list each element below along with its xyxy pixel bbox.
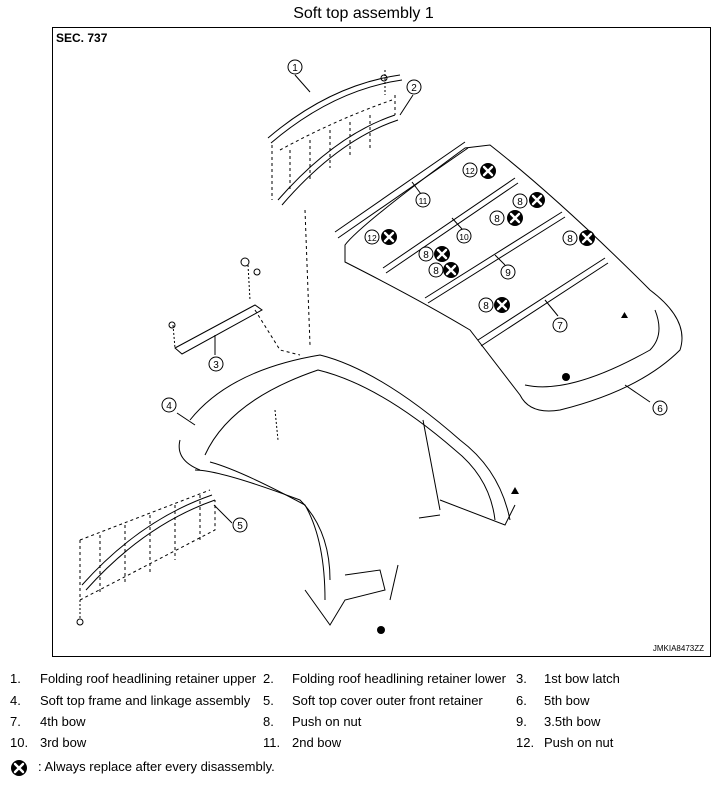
circle-x-icon: [11, 760, 27, 776]
legend-text: 5th bow: [544, 693, 590, 708]
parts-legend: 1. Folding roof headlining retainer uppe…: [0, 671, 727, 781]
circle-x-icon: [577, 228, 597, 248]
callout-11: [415, 192, 431, 208]
legend-text: Push on nut: [544, 735, 614, 750]
legend-text: 4th bow: [40, 714, 86, 729]
callout-label-11: 11: [419, 196, 428, 206]
legend-num: 7.: [10, 714, 21, 729]
callout-label-3: 3: [213, 360, 219, 371]
exploded-view-drawing: 1 2 3 4 5 6 7 8 8 8 8 8 8 9 10 11 12 12: [76, 59, 683, 634]
diagram-frame: SEC. 737 JMKIA8473ZZ: [52, 27, 711, 657]
legend-num: 12.: [516, 735, 535, 750]
circle-x-icon: [478, 161, 498, 181]
legend-num: 6.: [516, 693, 527, 708]
callouts: [161, 59, 668, 533]
callout-label-10: 10: [459, 232, 469, 242]
dot-markers: [377, 373, 570, 634]
bows: [334, 141, 609, 347]
figure-code: JMKIA8473ZZ: [652, 644, 704, 653]
dot-marker: [377, 626, 385, 634]
callout-12b: [364, 229, 380, 245]
circle-x-icon: [505, 208, 525, 228]
legend-num: 8.: [263, 714, 274, 729]
callout-7: [552, 317, 568, 333]
callout-8d: [489, 210, 505, 226]
callout-label-9: 9: [505, 268, 511, 279]
legend-num: 11.: [263, 735, 281, 750]
legend-num: 9.: [516, 714, 527, 729]
callout-8f: [562, 230, 578, 246]
legend-num: 4.: [10, 693, 21, 708]
triangle-markers: [511, 312, 628, 494]
callout-label-8e: 8: [517, 197, 523, 208]
callout-label-8d: 8: [494, 214, 500, 225]
replace-note-text: : Always replace after every disassembly…: [38, 759, 275, 774]
callout-label-7: 7: [557, 321, 563, 332]
callout-label-8f: 8: [567, 234, 573, 245]
legend-num: 5.: [263, 693, 274, 708]
legend-num: 3.: [516, 671, 527, 686]
circle-x-icon: [527, 190, 547, 210]
callout-12a: [462, 162, 478, 178]
triangle-marker: [621, 312, 628, 318]
headlining-retainer-lower: [271, 70, 399, 206]
soft-top-cover-front-retainer: [76, 489, 216, 626]
leader-lines: [176, 74, 651, 601]
callout-8a: [478, 297, 494, 313]
dot-marker: [562, 373, 570, 381]
callout-9: [500, 264, 516, 280]
callout-1: [287, 59, 303, 75]
legend-text: 3.5th bow: [544, 714, 601, 729]
legend-text: Folding roof headlining retainer lower: [292, 671, 506, 686]
callout-label-4: 4: [166, 401, 172, 412]
legend-text: Soft top cover outer front retainer: [292, 693, 483, 708]
legend-text: 3rd bow: [40, 735, 87, 750]
headlining-retainer-upper: [267, 74, 403, 144]
section-label: SEC. 737: [56, 31, 108, 45]
callout-label-1: 1: [292, 63, 298, 74]
callout-8e: [512, 193, 528, 209]
page-title: Soft top assembly 1: [293, 5, 434, 22]
triangle-marker: [511, 487, 519, 494]
callout-label-12b: 12: [367, 233, 377, 243]
callout-6: [652, 400, 668, 416]
soft-top-frame: [178, 209, 516, 626]
callout-label-5: 5: [237, 521, 243, 532]
callout-3: [208, 356, 224, 372]
callout-4: [161, 397, 177, 413]
legend-num: 10.: [10, 735, 29, 750]
callout-label-12a: 12: [465, 166, 475, 176]
bow-latch-linkage: [168, 257, 301, 356]
legend-text: 2nd bow: [292, 735, 342, 750]
callout-label-8a: 8: [483, 301, 489, 312]
callout-10: [456, 228, 472, 244]
circle-x-icon: [492, 295, 512, 315]
legend-text: Folding roof headlining retainer upper: [40, 671, 257, 686]
soft-top-cover-outline: [344, 144, 683, 412]
circle-x-icon: [379, 227, 399, 247]
legend-text: Push on nut: [292, 714, 362, 729]
callout-label-2: 2: [411, 83, 417, 94]
callout-label-8c: 8: [423, 250, 429, 261]
callout-2: [406, 79, 422, 95]
circle-x-icon: [441, 260, 461, 280]
legend-text: Soft top frame and linkage assembly: [40, 693, 251, 708]
legend-num: 2.: [263, 671, 274, 686]
circle-x-icon: [432, 244, 452, 264]
legend-num: 1.: [10, 671, 21, 686]
callout-label-8b: 8: [433, 266, 439, 277]
callout-label-6: 6: [657, 404, 663, 415]
callout-5: [232, 517, 248, 533]
callout-8c: [418, 246, 434, 262]
legend-text: 1st bow latch: [544, 671, 620, 686]
